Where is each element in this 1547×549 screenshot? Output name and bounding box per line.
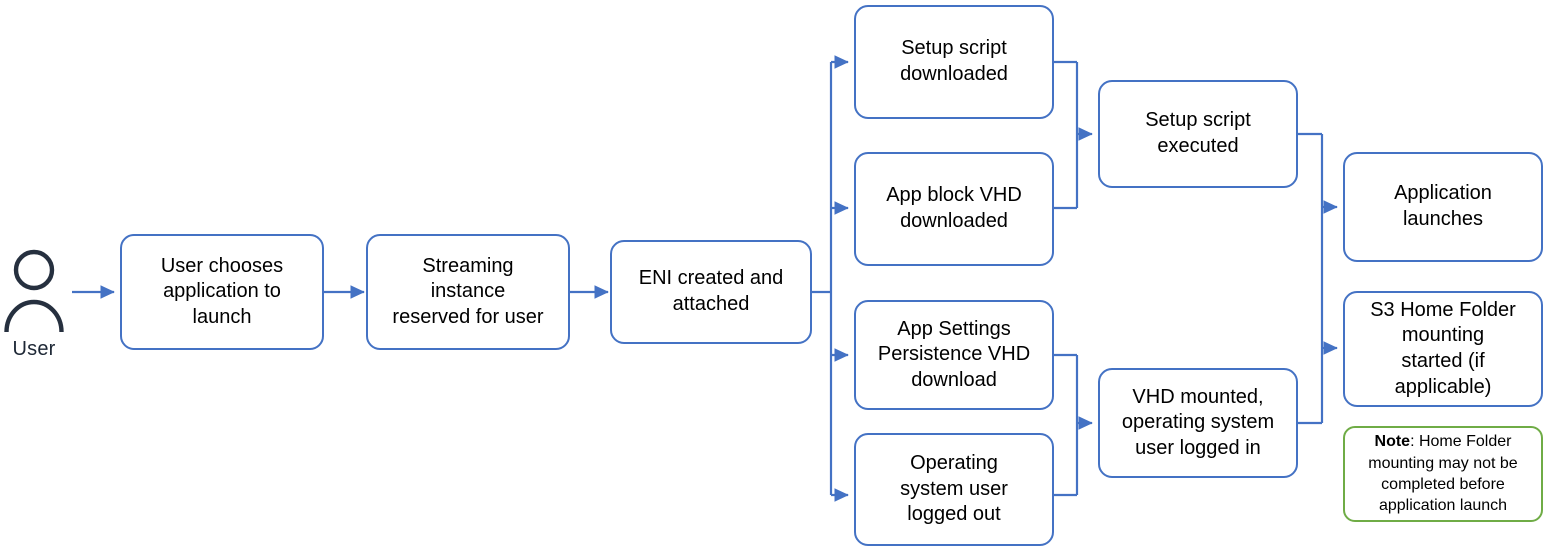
node-line: application to	[163, 280, 281, 303]
node-line: applicable)	[1394, 375, 1492, 398]
node-line: S3 Home Folder	[1370, 298, 1516, 321]
node-line: logged out	[907, 503, 1001, 526]
note-line: mounting may not be	[1368, 454, 1518, 472]
node-line: launch	[192, 305, 252, 328]
node-line: App block VHD	[886, 184, 1022, 207]
node-line: App Settings	[897, 317, 1011, 340]
node-line: User chooses	[160, 254, 284, 277]
node-line: instance	[430, 280, 506, 303]
node-vhd-mounted-user-logged-in[interactable]: VHD mounted, operating system user logge…	[1098, 368, 1298, 478]
node-line: downloaded	[900, 210, 1008, 232]
node-line: Operating	[910, 452, 998, 475]
node-line: Streaming	[422, 254, 514, 277]
node-line: download	[911, 368, 997, 391]
node-application-launches[interactable]: Application launches	[1343, 152, 1543, 262]
user-person-icon	[4, 249, 64, 333]
node-line: VHD mounted,	[1132, 385, 1264, 408]
node-line: mounting	[1401, 324, 1485, 347]
node-operating-system-user-logged-out[interactable]: Operating system user logged out	[854, 433, 1054, 546]
node-user-chooses-application[interactable]: User chooses application to launch	[120, 234, 324, 350]
note-line: completed before	[1381, 476, 1505, 493]
node-eni-created-attached[interactable]: ENI created and attached	[610, 240, 812, 344]
note-first-line: : Home Folder	[1410, 433, 1512, 451]
note-label: Note	[1374, 433, 1411, 451]
node-line: executed	[1157, 135, 1239, 157]
node-line: Setup script	[901, 37, 1007, 60]
actor-user-label: User	[12, 338, 56, 360]
node-setup-script-executed[interactable]: Setup script executed	[1098, 80, 1298, 188]
node-line: started (if	[1401, 350, 1485, 372]
node-line: attached	[672, 293, 750, 315]
node-setup-script-downloaded[interactable]: Setup script downloaded	[854, 5, 1054, 119]
node-line: Setup script	[1145, 109, 1251, 132]
node-line: user logged in	[1135, 436, 1261, 459]
node-line: ENI created and	[638, 267, 784, 290]
node-line: launches	[1402, 208, 1484, 230]
node-line: system user	[900, 477, 1008, 500]
node-line: downloaded	[900, 63, 1008, 85]
node-s3-home-folder-mounting[interactable]: S3 Home Folder mounting started (if appl…	[1343, 291, 1543, 407]
node-line: reserved for user	[392, 305, 544, 328]
actor-user: User	[4, 248, 64, 361]
node-line: Application	[1394, 182, 1492, 205]
node-app-block-vhd-downloaded[interactable]: App block VHD downloaded	[854, 152, 1054, 266]
node-streaming-instance-reserved[interactable]: Streaming instance reserved for user	[366, 234, 570, 350]
node-app-settings-persistence-vhd-download[interactable]: App Settings Persistence VHD download	[854, 300, 1054, 410]
node-line: Persistence VHD	[877, 343, 1031, 366]
node-line: operating system	[1121, 411, 1275, 434]
note-line: application launch	[1378, 497, 1508, 515]
note-home-folder-mounting: Note: Home Folder mounting may not be co…	[1343, 426, 1543, 522]
